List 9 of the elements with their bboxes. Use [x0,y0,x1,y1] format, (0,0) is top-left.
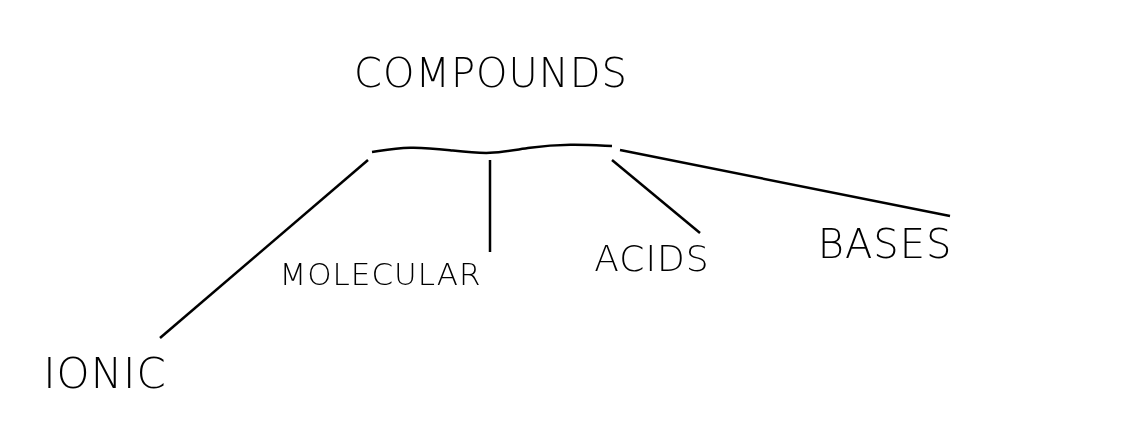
category-label: BASES [817,221,953,267]
heading-text: COMPOUNDS [354,50,628,96]
connector-line [488,160,492,252]
category-label: IONIC [43,348,167,398]
connector-line [619,148,951,218]
category-label: MOLECULAR [279,256,482,292]
connector-line [611,159,701,234]
connector-line [159,159,369,339]
category-label: ACIDS [594,237,710,279]
